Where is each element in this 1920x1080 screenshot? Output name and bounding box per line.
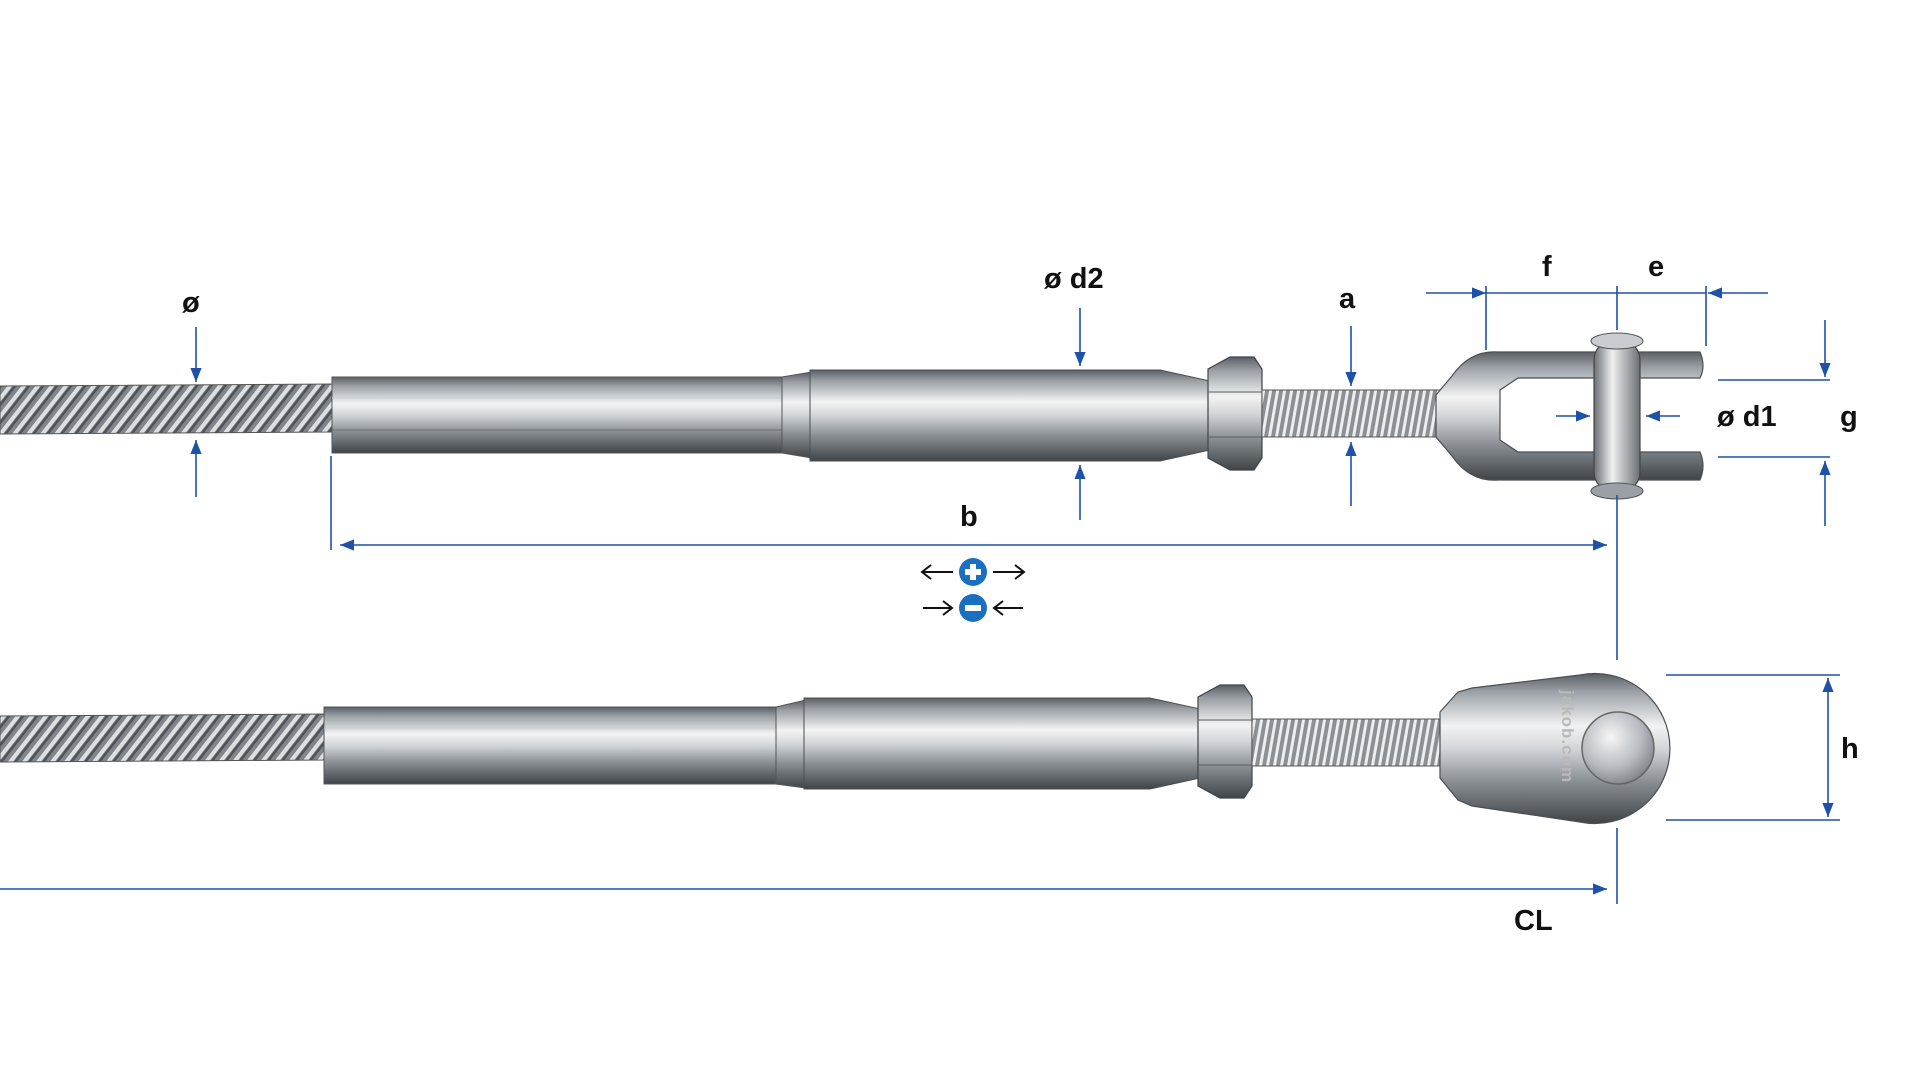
turnbuckle-body-bottom (803, 697, 1201, 790)
label-g: g (1840, 401, 1858, 433)
lock-nut-bottom (1197, 684, 1253, 799)
fork-pin (1593, 339, 1641, 493)
label-f: f (1542, 251, 1552, 283)
threaded-rod-top (1261, 389, 1441, 438)
logo-text: jakob.com (1558, 689, 1577, 783)
top-assembly (0, 332, 1704, 500)
swage-sleeve-top (331, 376, 793, 454)
fork-terminal (1435, 351, 1704, 481)
bottom-assembly: jakob.com (0, 672, 1671, 825)
label-e: e (1648, 251, 1664, 283)
lock-nut-top (1207, 356, 1263, 471)
label-d2: ø d2 (1044, 263, 1104, 295)
turnbuckle-body-top (809, 369, 1211, 462)
eye-pin-head (1581, 711, 1655, 785)
label-d1: ø d1 (1717, 401, 1777, 433)
label-h: h (1841, 733, 1859, 765)
threaded-rod-bottom (1251, 718, 1445, 767)
label-b: b (960, 501, 978, 533)
label-rope-diameter: ø (182, 287, 200, 319)
wire-rope-top (0, 383, 335, 435)
dimensions (0, 286, 1840, 904)
plus-minus-adjust-icon (920, 558, 1026, 622)
label-cl: CL (1514, 905, 1553, 937)
eye-terminal (1439, 672, 1671, 825)
swage-sleeve-bottom (323, 706, 787, 785)
wire-rope-bottom (0, 713, 327, 763)
label-a: a (1339, 283, 1356, 315)
